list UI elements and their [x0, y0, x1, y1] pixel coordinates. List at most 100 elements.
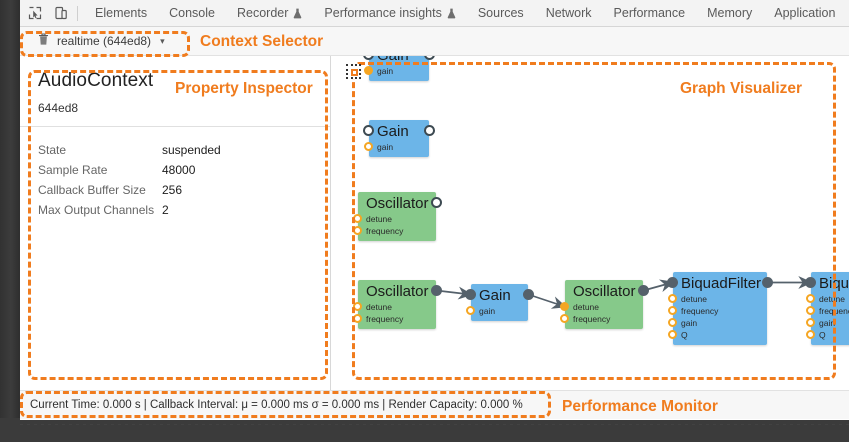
audio-param-detune[interactable]: detune — [806, 293, 849, 305]
audio-param-Q[interactable]: Q — [806, 329, 849, 341]
audio-param-label: detune — [573, 302, 599, 312]
tab-performance[interactable]: Performance — [603, 0, 697, 26]
audio-param-label: frequency — [366, 226, 404, 236]
param-port-icon[interactable] — [353, 214, 362, 223]
graph-node-title: BiquadFilter — [681, 275, 762, 292]
node-output-port[interactable] — [431, 197, 442, 208]
audio-param-gain[interactable]: gain — [364, 141, 429, 153]
context-selector-row: realtime (644ed8) ▾ — [20, 27, 849, 56]
audio-param-label: detune — [819, 294, 845, 304]
property-value: 48000 — [162, 163, 196, 177]
trash-icon[interactable] — [38, 33, 49, 49]
performance-monitor-bar: Current Time: 0.000 s | Callback Interva… — [20, 390, 849, 419]
tab-elements[interactable]: Elements — [84, 0, 158, 26]
audio-param-detune[interactable]: detune — [560, 301, 643, 313]
audio-param-frequency[interactable]: frequency — [353, 225, 436, 237]
node-input-port[interactable] — [363, 125, 374, 136]
node-input-port[interactable] — [667, 277, 678, 288]
tab-label: Performance insights — [324, 6, 442, 20]
audio-param-gain[interactable]: gain — [364, 65, 429, 77]
param-port-icon[interactable] — [668, 330, 677, 339]
audio-param-frequency[interactable]: frequency — [353, 313, 436, 325]
tab-label: Elements — [95, 6, 148, 20]
audio-param-label: gain — [479, 306, 496, 316]
context-selector-value: realtime (644ed8) — [57, 34, 152, 48]
param-port-icon[interactable] — [668, 294, 677, 303]
param-port-icon[interactable] — [364, 66, 373, 75]
graph-node-title: Gain — [479, 287, 511, 304]
audio-param-detune[interactable]: detune — [353, 301, 436, 313]
param-port-icon[interactable] — [353, 302, 362, 311]
audio-param-gain[interactable]: gain — [466, 305, 528, 317]
tab-console[interactable]: Console — [158, 0, 226, 26]
graph-node-gain[interactable]: Gain gain — [465, 284, 534, 321]
param-port-icon[interactable] — [806, 330, 815, 339]
param-port-icon[interactable] — [353, 226, 362, 235]
graph-node-title: Gain — [377, 123, 409, 140]
toolbar-divider — [77, 5, 78, 21]
node-output-port[interactable] — [523, 289, 534, 300]
inspect-element-icon[interactable] — [24, 2, 46, 24]
tab-label: Network — [545, 6, 592, 20]
tab-sources[interactable]: Sources — [467, 0, 535, 26]
node-input-port[interactable] — [805, 277, 816, 288]
audio-param-frequency[interactable]: frequency — [806, 305, 849, 317]
param-port-icon[interactable] — [806, 318, 815, 327]
selection-handle-marker[interactable] — [346, 64, 361, 79]
node-input-port[interactable] — [465, 289, 476, 300]
tab-label: Memory — [707, 6, 753, 20]
param-port-icon[interactable] — [806, 294, 815, 303]
audio-param-gain[interactable]: gain — [668, 317, 767, 329]
param-port-icon[interactable] — [668, 318, 677, 327]
page-title: AudioContext — [38, 70, 154, 91]
experiment-flask-icon — [447, 8, 456, 18]
audio-param-Q[interactable]: Q — [668, 329, 767, 341]
device-toolbar-icon[interactable] — [50, 2, 72, 24]
tab-memory[interactable]: Memory — [696, 0, 763, 26]
param-port-icon[interactable] — [364, 142, 373, 151]
audio-param-gain[interactable]: gain — [806, 317, 849, 329]
node-output-port[interactable] — [638, 285, 649, 296]
audio-param-frequency[interactable]: frequency — [668, 305, 767, 317]
browser-left-gutter — [0, 0, 20, 442]
property-key: Callback Buffer Size — [38, 183, 146, 197]
audio-param-detune[interactable]: detune — [668, 293, 767, 305]
chevron-down-icon[interactable]: ▾ — [160, 35, 165, 46]
context-selector-dropdown[interactable]: realtime (644ed8) ▾ — [32, 31, 171, 51]
tab-label: Performance — [613, 6, 686, 20]
audio-param-label: detune — [366, 302, 392, 312]
audio-param-label: frequency — [819, 306, 849, 316]
tab-network[interactable]: Network — [535, 0, 603, 26]
node-output-port[interactable] — [424, 125, 435, 136]
tab-application[interactable]: Application — [763, 0, 846, 26]
audio-param-frequency[interactable]: frequency — [560, 313, 643, 325]
tab-label: Sources — [477, 6, 524, 20]
param-port-icon[interactable] — [560, 314, 569, 323]
graph-node-title: Gain — [369, 56, 429, 65]
audio-param-detune[interactable]: detune — [353, 213, 436, 225]
graph-visualizer-canvas[interactable]: GaingainGaingainOscillatordetunefrequenc… — [331, 56, 849, 396]
param-port-icon[interactable] — [560, 302, 569, 311]
node-output-port[interactable] — [762, 277, 773, 288]
param-port-icon[interactable] — [668, 306, 677, 315]
node-output-port[interactable] — [431, 285, 442, 296]
graph-node-title: BiquadFilter — [819, 275, 849, 292]
tab-recorder[interactable]: Recorder — [226, 0, 313, 26]
param-port-icon[interactable] — [466, 306, 475, 315]
tab-performance-insights[interactable]: Performance insights — [313, 0, 466, 26]
property-value: suspended — [162, 143, 221, 157]
param-port-icon[interactable] — [806, 306, 815, 315]
param-port-icon[interactable] — [353, 314, 362, 323]
context-id-label: 644ed8 — [38, 101, 79, 115]
experiment-flask-icon — [294, 8, 302, 18]
